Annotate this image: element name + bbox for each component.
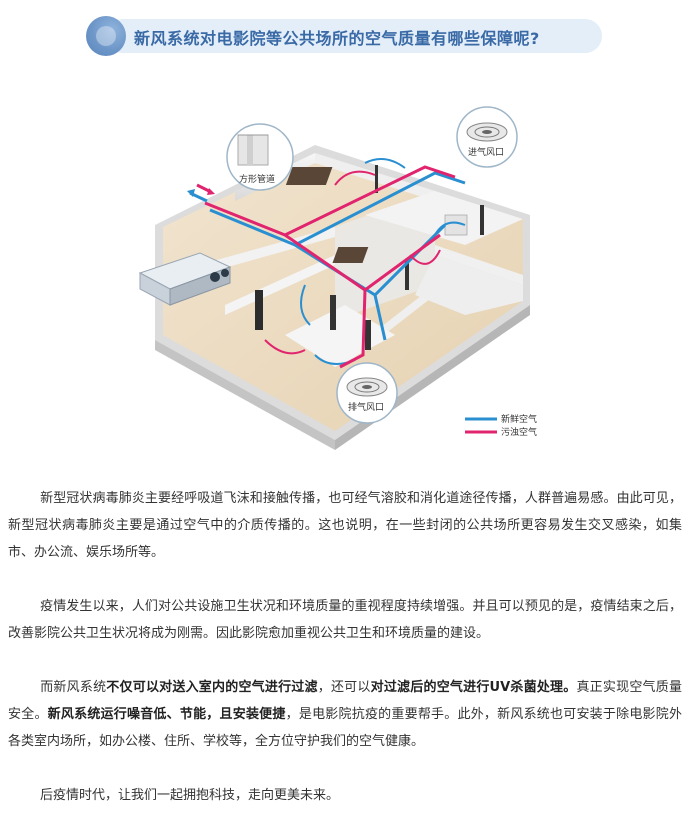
intake-vent-label: 进气风口 (468, 146, 504, 158)
section-title: 新风系统对电影院等公共场所的空气质量有哪些保障呢? (86, 14, 606, 58)
p3-seg3: ，还可以 (317, 680, 371, 695)
title-bullet-icon (86, 16, 126, 56)
exhaust-vent-label: 排气风口 (348, 401, 384, 413)
p3-seg5: 真正实现空气质量安全。 (8, 680, 682, 722)
paragraph-2-text: 疫情发生以来，人们对公共设施卫生状况和环境质量的重视程度持续增强。并且可以预见的… (8, 599, 682, 641)
p3-bold-uv: 对过滤后的空气进行UV杀菌处理。 (370, 680, 577, 695)
paragraph-3: 而新风系统不仅可以对送入室内的空气进行过滤，还可以对过滤后的空气进行UV杀菌处理… (8, 674, 682, 755)
exhaust-vent-callout: 排气风口 (336, 362, 398, 424)
p3-bold-features: 新风系统运行噪音低、节能，且安装便捷 (47, 707, 286, 722)
legend-dirty-label: 污浊空气 (501, 426, 537, 438)
paragraph-2: 疫情发生以来，人们对公共设施卫生状况和环境质量的重视程度持续增强。并且可以预见的… (8, 593, 682, 647)
p3-bold-filter: 不仅可以对送入室内的空气进行过滤 (106, 680, 318, 695)
page-title: 新风系统对电影院等公共场所的空气质量有哪些保障呢? (134, 29, 540, 48)
p3-seg7: ，是电影院抗疫的重要帮手。此外，新风系统也可安装于除电影院外各类室内场所，如办公… (8, 707, 682, 749)
outside-air-arrows (187, 183, 215, 203)
fresh-air-system-diagram: 方形管道 进气风口 排气风口 新鲜空气 污浊空气 (135, 105, 555, 450)
ventilation-unit-icon (138, 252, 232, 306)
square-pipe-label: 方形管道 (239, 173, 275, 185)
title-background (106, 19, 602, 53)
square-pipe-callout: 方形管道 (226, 123, 294, 191)
paragraph-4: 后疫情时代，让我们一起拥抱科技，走向更美未来。 (8, 782, 682, 809)
paragraph-1: 新型冠状病毒肺炎主要经呼吸道飞沫和接触传播，也可经气溶胶和消化道途径传播，人群普… (8, 485, 682, 566)
paragraph-1-text: 新型冠状病毒肺炎主要经呼吸道飞沫和接触传播，也可经气溶胶和消化道途径传播，人群普… (8, 491, 682, 560)
p3-seg1: 而新风系统 (40, 680, 107, 695)
legend-fresh-label: 新鲜空气 (501, 413, 537, 425)
dirty-air-ducts (204, 165, 456, 369)
paragraph-4-text: 后疫情时代，让我们一起拥抱科技，走向更美未来。 (40, 788, 340, 803)
diagram-legend: 新鲜空气 污浊空气 (465, 413, 537, 438)
intake-vent-callout: 进气风口 (456, 106, 518, 168)
